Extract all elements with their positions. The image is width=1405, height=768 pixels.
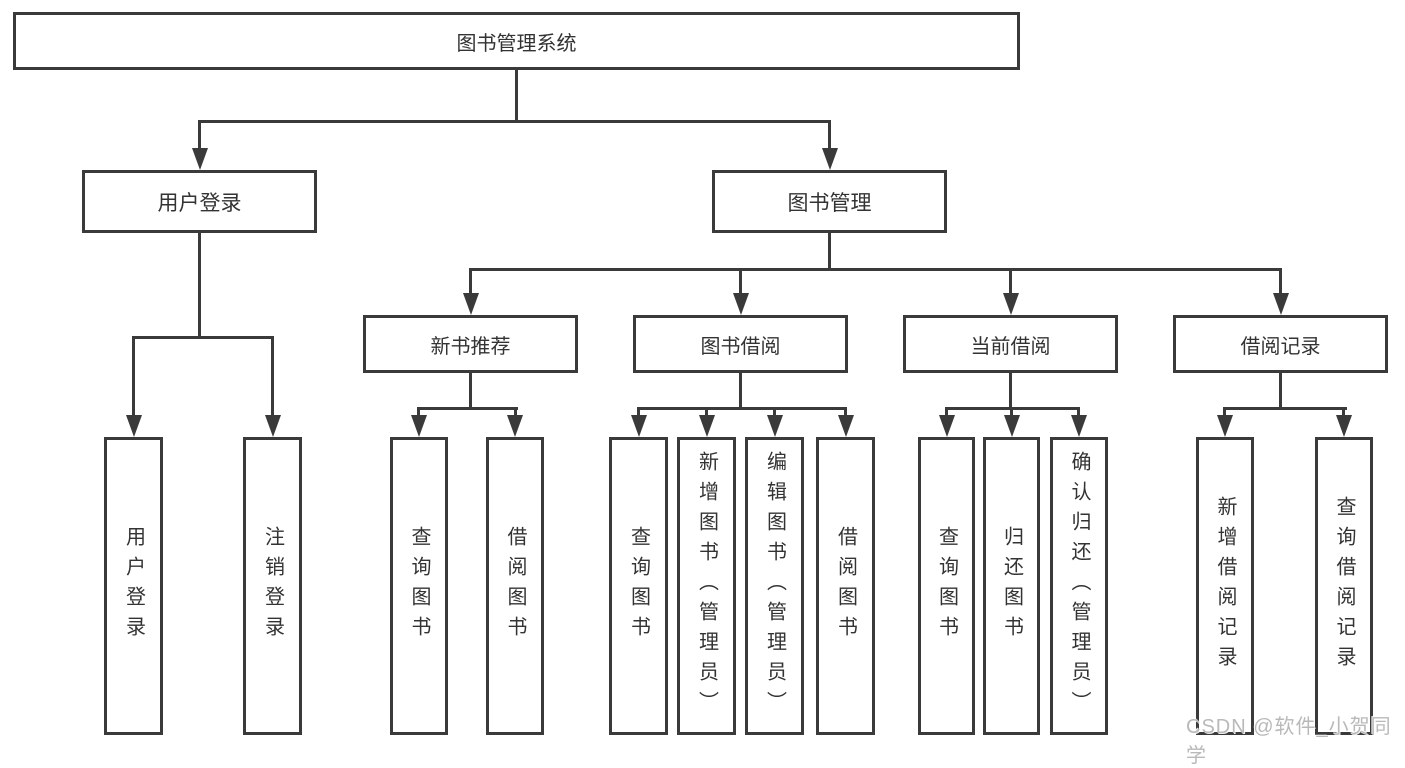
connector-recommend-bar	[417, 407, 518, 410]
node-label: 新增借阅记录	[1214, 496, 1236, 676]
node-label: 查询图书	[408, 526, 430, 646]
node-label: 新增图书（管理员）	[695, 451, 718, 721]
node-library-system: 图书管理系统	[13, 12, 1020, 70]
connector-current-drop-3	[1077, 407, 1080, 419]
arrow-down-icon	[699, 415, 715, 437]
node-label: 图书借阅	[700, 335, 781, 358]
arrow-down-icon	[507, 415, 523, 437]
connector-borrowing-stem	[739, 373, 742, 410]
connector-root-stem	[515, 70, 518, 122]
connector-current-drop-2	[1010, 407, 1013, 419]
arrow-down-icon	[1217, 415, 1233, 437]
leaf-borrow-books: 借阅图书	[816, 437, 875, 735]
connector-borrowing-drop-4	[844, 407, 847, 419]
node-new-book-recommend: 新书推荐	[363, 315, 578, 373]
leaf-return-books: 归还图书	[983, 437, 1040, 735]
connector-records-stem	[1279, 373, 1282, 410]
leaf-edit-books-admin: 编辑图书（管理员）	[745, 437, 804, 735]
connector-records-bar	[1223, 407, 1347, 410]
leaf-add-borrow-record: 新增借阅记录	[1196, 437, 1254, 735]
connector-root-bar	[198, 120, 831, 123]
leaf-borrow-books-recommend: 借阅图书	[486, 437, 544, 735]
node-label: 借阅记录	[1240, 335, 1321, 358]
node-label: 新书推荐	[430, 335, 511, 358]
connector-borrowing-drop-1	[637, 407, 640, 419]
connector-login-bar	[132, 336, 274, 339]
connector-login-stem	[198, 233, 201, 339]
arrow-down-icon	[1336, 415, 1352, 437]
arrow-down-icon	[939, 415, 955, 437]
arrow-down-icon	[192, 148, 208, 170]
connector-records-drop-1	[1223, 407, 1226, 419]
node-label: 编辑图书（管理员）	[763, 451, 786, 721]
arrow-down-icon	[838, 415, 854, 437]
arrow-down-icon	[822, 148, 838, 170]
library-system-org-chart: 图书管理系统 用户登录 图书管理 新书推荐 图书借阅 当前借阅 借阅记录 用户登…	[13, 12, 1391, 767]
connector-login-drop-1	[132, 336, 135, 418]
node-label: 归还图书	[1000, 526, 1023, 646]
connector-current-stem	[1009, 373, 1012, 410]
connector-records-drop-2	[1342, 407, 1345, 419]
connector-root-drop-left	[198, 120, 201, 150]
node-borrowing-records: 借阅记录	[1173, 315, 1388, 373]
connector-borrowing-bar	[637, 407, 847, 410]
node-label: 图书管理	[787, 191, 872, 215]
connector-mgmt-bar	[469, 268, 1282, 271]
connector-current-drop-1	[945, 407, 948, 419]
connector-recommend-drop-2	[514, 407, 517, 419]
node-label: 借阅图书	[504, 526, 526, 646]
node-label: 图书管理系统	[456, 32, 577, 55]
node-label: 注销登录	[261, 526, 284, 646]
leaf-query-books-borrowing: 查询图书	[609, 437, 668, 735]
node-label: 当前借阅	[970, 335, 1051, 358]
arrow-down-icon	[411, 415, 427, 437]
connector-login-drop-2	[271, 336, 274, 418]
leaf-user-login: 用户登录	[104, 437, 163, 735]
node-label: 查询图书	[935, 526, 958, 646]
node-label: 查询图书	[627, 526, 650, 646]
connector-borrowing-drop-3	[773, 407, 776, 419]
arrow-down-icon	[126, 415, 142, 437]
arrow-down-icon	[463, 293, 479, 315]
connector-mgmt-stem	[828, 233, 831, 271]
node-current-borrowing: 当前借阅	[903, 315, 1118, 373]
connector-mgmt-drop-4	[1279, 268, 1282, 296]
node-book-borrowing: 图书借阅	[633, 315, 848, 373]
connector-mgmt-drop-2	[739, 268, 742, 296]
arrow-down-icon	[733, 293, 749, 315]
arrow-down-icon	[1004, 415, 1020, 437]
arrow-down-icon	[265, 415, 281, 437]
arrow-down-icon	[1003, 293, 1019, 315]
connector-mgmt-drop-3	[1009, 268, 1012, 296]
connector-recommend-drop-1	[417, 407, 420, 419]
node-label: 确认归还（管理员）	[1068, 451, 1090, 721]
watermark-text: CSDN @软件_小贺同学	[1186, 716, 1392, 767]
arrow-down-icon	[631, 415, 647, 437]
connector-borrowing-drop-2	[705, 407, 708, 419]
node-user-login: 用户登录	[82, 170, 317, 233]
node-label: 借阅图书	[834, 526, 857, 646]
arrow-down-icon	[1273, 293, 1289, 315]
node-label: 用户登录	[122, 526, 145, 646]
arrow-down-icon	[1071, 415, 1087, 437]
leaf-query-books-current: 查询图书	[918, 437, 975, 735]
node-book-management: 图书管理	[712, 170, 947, 233]
arrow-down-icon	[767, 415, 783, 437]
leaf-confirm-return-admin: 确认归还（管理员）	[1050, 437, 1108, 735]
leaf-query-books-recommend: 查询图书	[390, 437, 448, 735]
node-label: 查询借阅记录	[1333, 496, 1355, 676]
leaf-query-borrow-record: 查询借阅记录	[1315, 437, 1373, 735]
node-label: 用户登录	[157, 191, 242, 215]
connector-root-drop-right	[828, 120, 831, 150]
leaf-logout: 注销登录	[243, 437, 302, 735]
connector-mgmt-drop-1	[469, 268, 472, 296]
connector-recommend-stem	[469, 373, 472, 410]
leaf-add-books-admin: 新增图书（管理员）	[677, 437, 736, 735]
